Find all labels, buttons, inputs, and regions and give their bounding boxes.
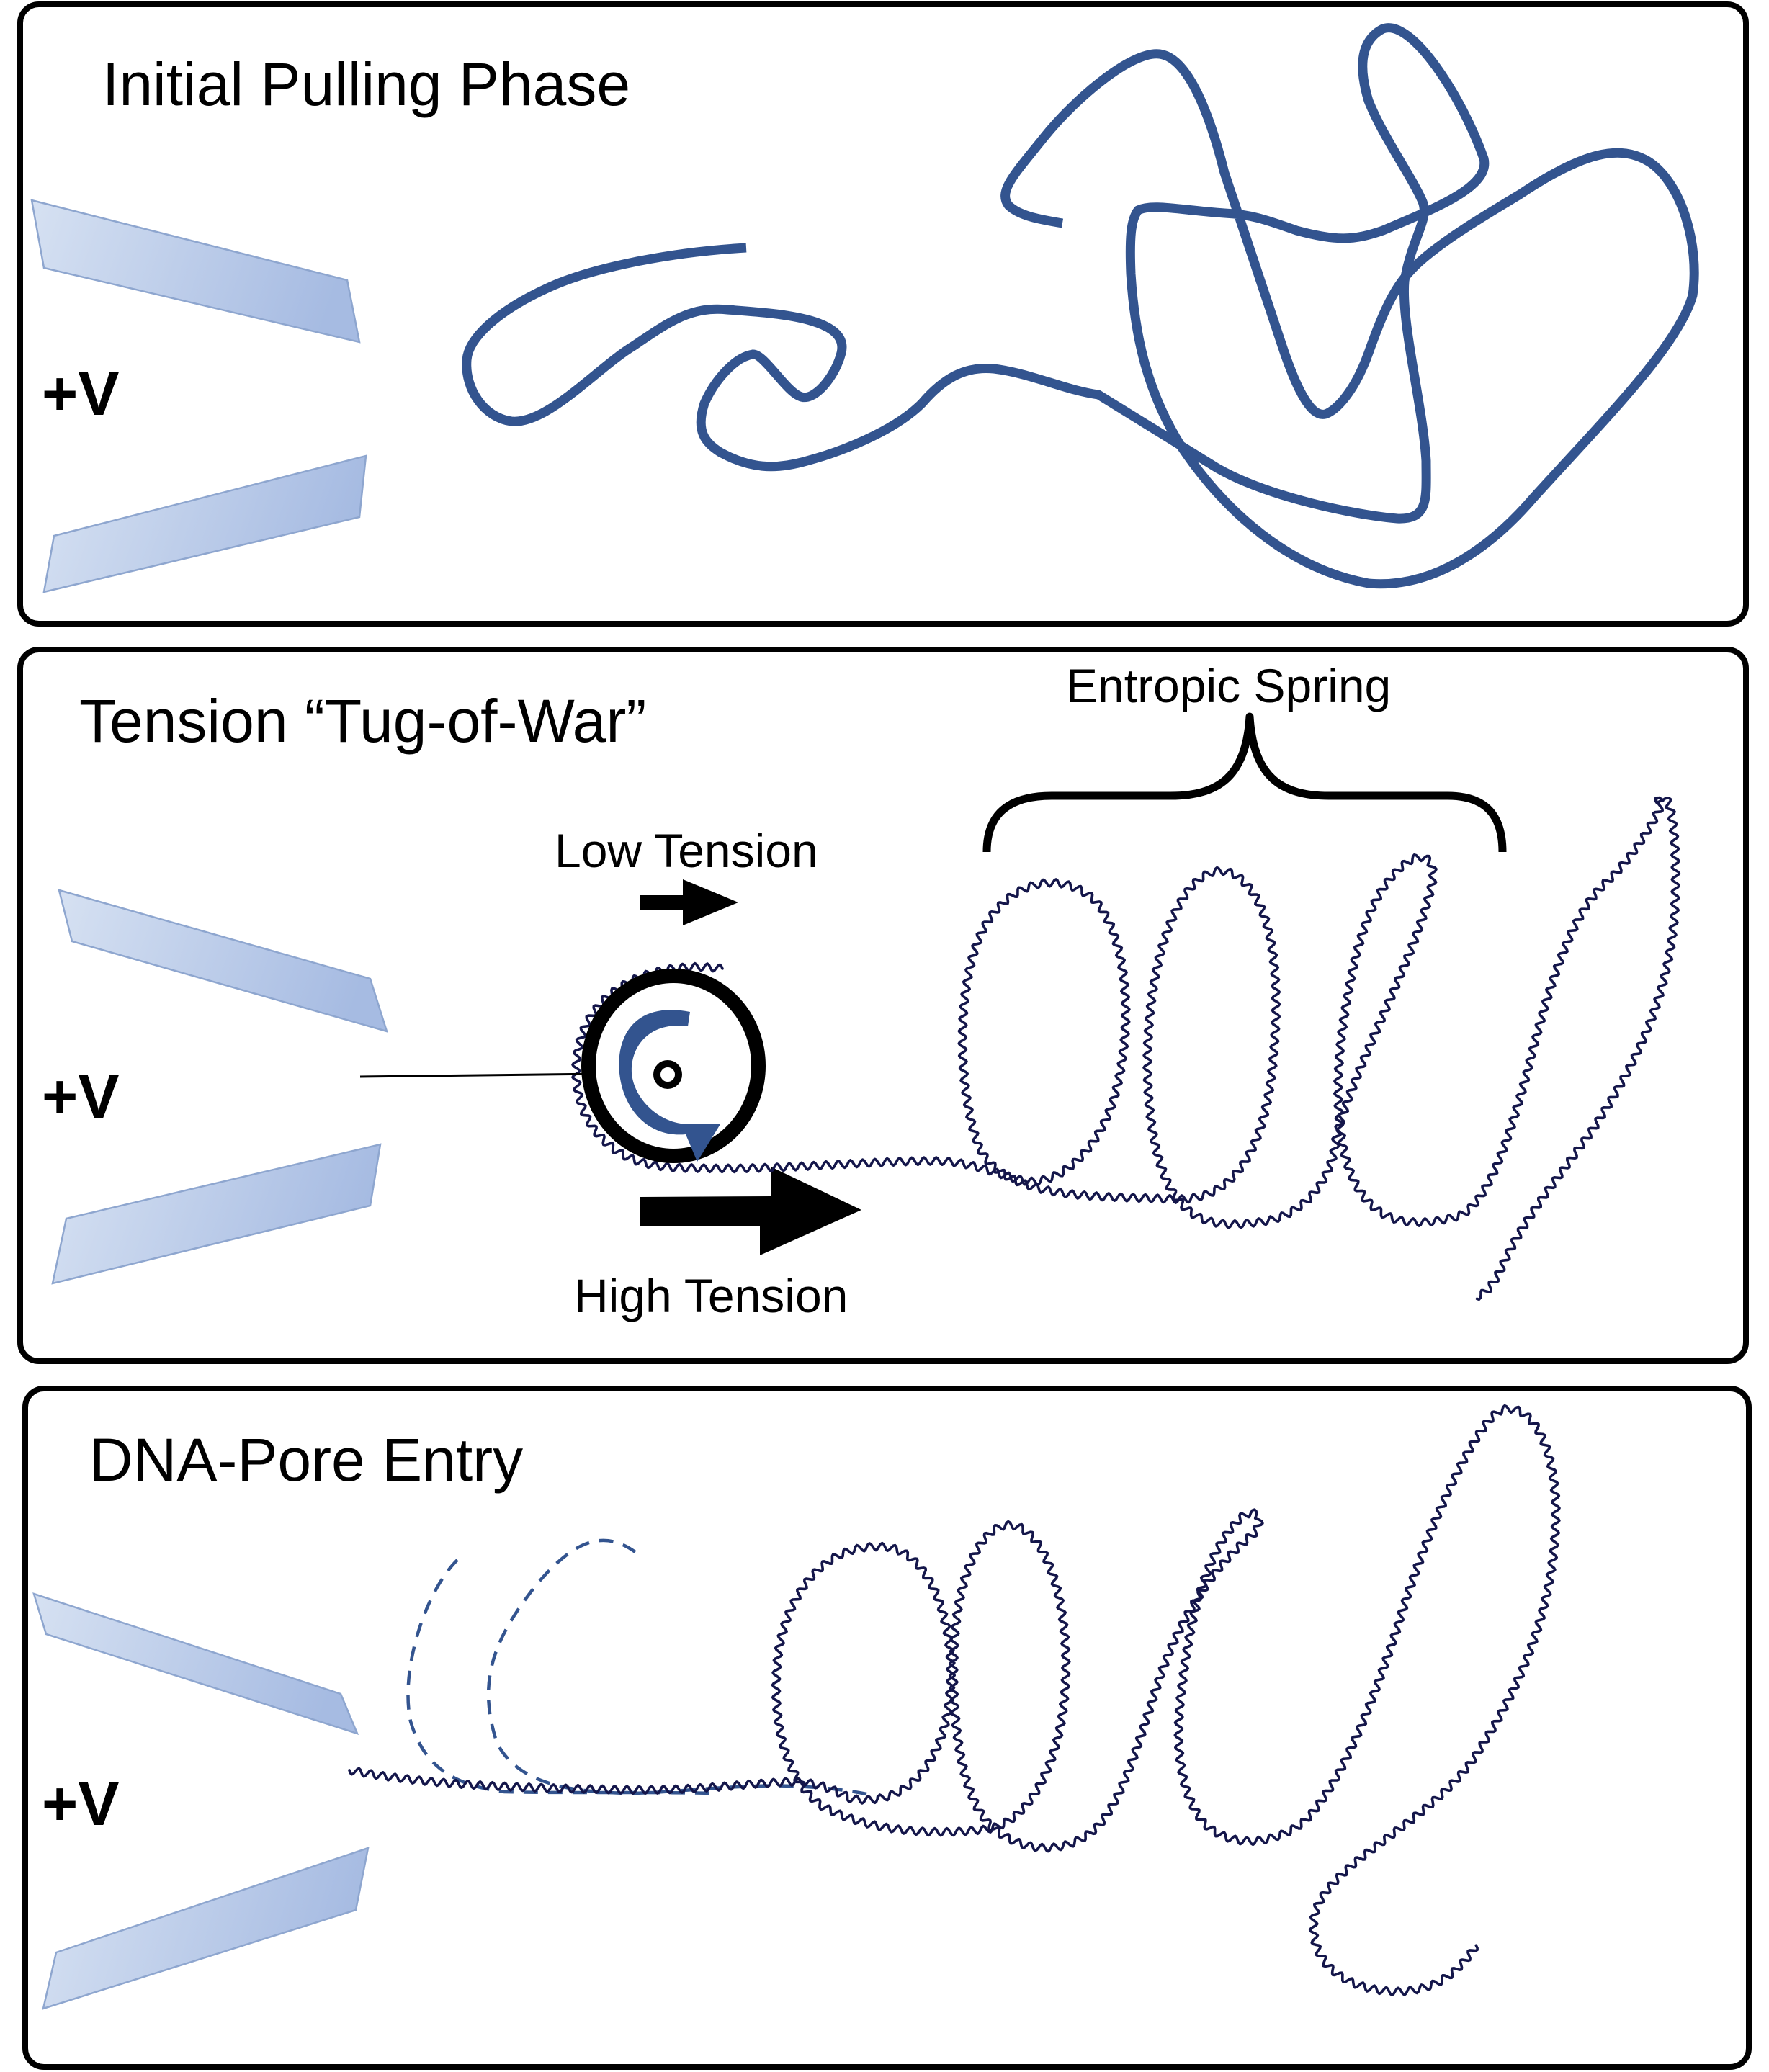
panel-title: Initial Pulling Phase <box>102 50 630 118</box>
voltage-label: +V <box>42 1062 120 1131</box>
panel-frame <box>17 647 1749 1364</box>
high-tension-arrow <box>640 1167 861 1255</box>
dna-wavy-strand <box>571 796 1681 1301</box>
dna-previous-position-outer <box>406 1559 714 1795</box>
nanopore-electrodes <box>32 1592 370 2010</box>
dna-wavy-strand <box>348 1404 1561 1996</box>
rotation-arrow-icon <box>619 1010 720 1162</box>
high-tension-label: High Tension <box>574 1269 848 1322</box>
dna-coil <box>462 23 1699 589</box>
panel-title: Tension “Tug-of-War” <box>79 687 646 755</box>
panel-initial-pulling-phase: Initial Pulling Phase +V <box>17 1 1749 627</box>
low-tension-arrow <box>640 879 738 925</box>
panel-frame <box>22 1386 1752 2070</box>
lower-electrode <box>42 1847 370 2010</box>
upper-electrode <box>32 1592 359 1736</box>
voltage-label: +V <box>42 359 120 429</box>
upper-electrode <box>58 889 388 1033</box>
panel-frame <box>17 1 1749 627</box>
nanopore-electrodes <box>51 889 388 1285</box>
panel-title: DNA-Pore Entry <box>89 1426 523 1494</box>
panel-dna-pore-entry: DNA-Pore Entry +V <box>22 1386 1752 2070</box>
entropic-spring-label: Entropic Spring <box>1066 659 1391 712</box>
panel-tension-tug-of-war: Tension “Tug-of-War” +V Entropic Spring … <box>17 647 1749 1364</box>
nanopore-electrodes <box>30 199 367 593</box>
voltage-label: +V <box>42 1770 120 1839</box>
entropic-spring-brace <box>982 712 1507 853</box>
rotating-pore <box>359 969 766 1163</box>
upper-electrode <box>30 199 361 344</box>
lower-electrode <box>51 1143 382 1285</box>
lower-electrode <box>42 454 367 593</box>
pore-hub <box>653 1060 682 1089</box>
low-tension-label: Low Tension <box>555 824 818 877</box>
